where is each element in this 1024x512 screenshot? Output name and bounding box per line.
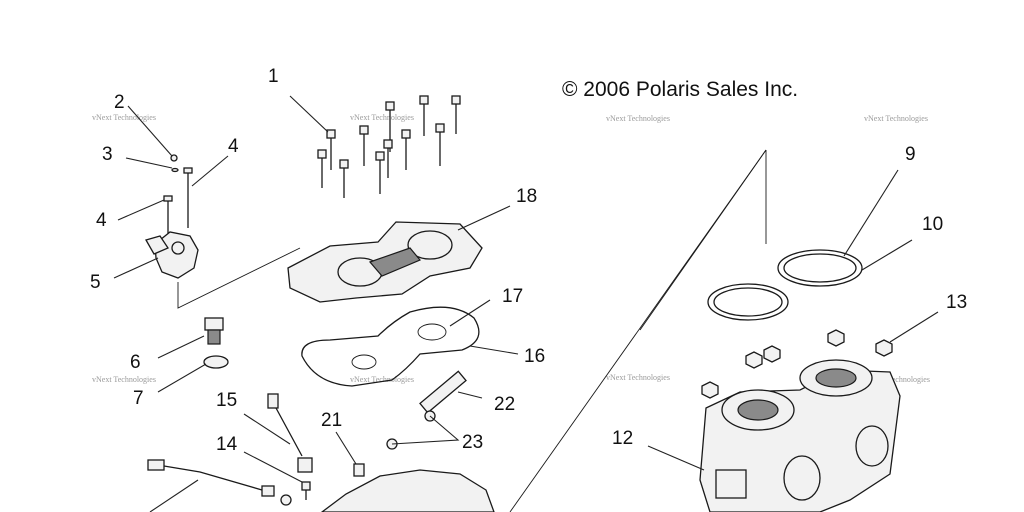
callout-4b: 4 bbox=[96, 210, 107, 231]
wire-harness bbox=[147, 459, 292, 506]
cylinder-gasket-part-10 bbox=[777, 249, 863, 287]
cylinder-gasket-part-9 bbox=[707, 283, 789, 321]
cylinder-head-part-18 bbox=[287, 221, 483, 303]
callout-1: 1 bbox=[268, 66, 279, 87]
o-ring-part-17b bbox=[351, 354, 377, 370]
watermark: vNext Technologies bbox=[866, 375, 930, 384]
connector-line bbox=[177, 247, 301, 309]
seal-part-7 bbox=[203, 355, 229, 369]
o-ring-part-17 bbox=[417, 323, 447, 341]
callout-16: 16 bbox=[524, 346, 545, 367]
watermarks: vNext Technologies vNext Technologies vN… bbox=[92, 113, 930, 384]
callout-7: 7 bbox=[133, 388, 144, 409]
watermark: vNext Technologies bbox=[606, 373, 670, 382]
thermostat-housing-part-5 bbox=[145, 231, 199, 279]
watermark: vNext Technologies bbox=[606, 114, 670, 123]
clip-part-21 bbox=[353, 463, 365, 477]
callout-4a: 4 bbox=[228, 136, 239, 157]
callout-23: 23 bbox=[462, 432, 483, 453]
watermark: vNext Technologies bbox=[864, 114, 928, 123]
callout-22: 22 bbox=[494, 394, 515, 415]
callout-17: 17 bbox=[502, 286, 523, 307]
bolts-part-1 bbox=[317, 95, 461, 198]
sensor-part-14 bbox=[301, 481, 311, 500]
head-gasket-part-16 bbox=[301, 306, 480, 387]
callout-18: 18 bbox=[516, 186, 537, 207]
watermark: vNext Technologies bbox=[350, 375, 414, 384]
callout-6: 6 bbox=[130, 352, 141, 373]
callout-3: 3 bbox=[102, 144, 113, 165]
callout-9: 9 bbox=[905, 144, 916, 165]
copyright-text: © 2006 Polaris Sales Inc. bbox=[562, 78, 798, 101]
nuts-part-13 bbox=[701, 329, 893, 399]
callout-2: 2 bbox=[114, 92, 125, 113]
callouts: 1 2 3 4 4 5 6 7 9 10 12 13 14 15 16 17 1… bbox=[90, 66, 967, 455]
thermostat-part-6 bbox=[204, 317, 224, 345]
callout-leaders bbox=[113, 95, 939, 512]
cylinder-block-part-12 bbox=[699, 359, 901, 512]
callout-21: 21 bbox=[321, 410, 342, 431]
watermark: vNext Technologies bbox=[92, 113, 156, 122]
hose-part-22 bbox=[419, 370, 467, 414]
watermark: vNext Technologies bbox=[92, 375, 156, 384]
callout-15: 15 bbox=[216, 390, 237, 411]
callout-14: 14 bbox=[216, 434, 238, 455]
sensor-part-15 bbox=[267, 393, 313, 473]
leader-line bbox=[639, 149, 767, 331]
screws-parts-2-4 bbox=[163, 154, 193, 236]
callout-10: 10 bbox=[922, 214, 943, 235]
callout-5: 5 bbox=[90, 272, 101, 293]
watermark: vNext Technologies bbox=[350, 113, 414, 122]
callout-12: 12 bbox=[612, 428, 633, 449]
callout-13: 13 bbox=[946, 292, 967, 313]
crankcase-cover bbox=[320, 469, 495, 512]
